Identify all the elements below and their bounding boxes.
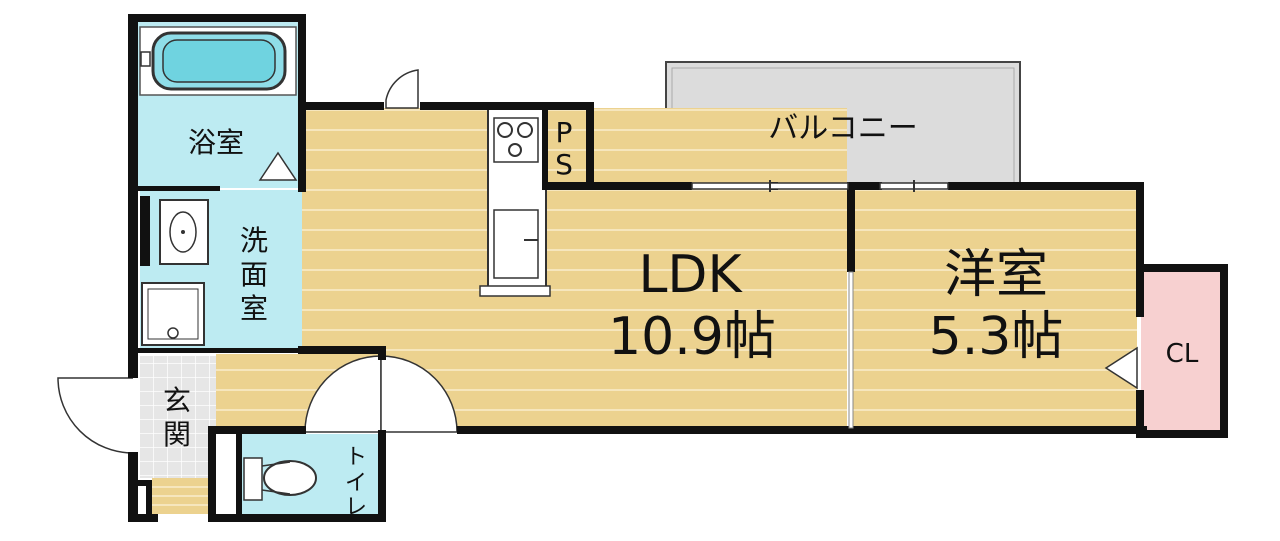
sink: [493, 209, 539, 279]
toilet-door-swing: [380, 355, 458, 433]
washroom-label-2: 面: [240, 258, 268, 291]
pipe-space-label-1: P: [556, 116, 573, 149]
sliding-partition: [848, 271, 854, 429]
entrance-label-1: 玄: [163, 384, 191, 417]
toilet-tank: [243, 457, 263, 501]
entrance-floor: [140, 356, 216, 478]
toilet-label-2: イ: [345, 471, 367, 496]
ldk-name: LDK: [638, 245, 743, 305]
bath-door-marker: [258, 151, 298, 181]
ldk-size: 10.9帖: [608, 307, 776, 367]
bath-label: 浴室: [188, 126, 244, 159]
toilet-label-3: レ: [345, 495, 367, 520]
closet-door-marker: [1104, 346, 1138, 390]
toilet-label-1: ト: [345, 445, 367, 470]
closet-label: CL: [1166, 339, 1199, 369]
entrance-label-2: 関: [163, 418, 191, 451]
western-size: 5.3帖: [929, 307, 1064, 367]
outer-door-swing: [385, 69, 419, 109]
balcony-label: バルコニー: [768, 111, 917, 146]
washroom-label-1: 洗: [240, 224, 268, 257]
closet: [1141, 268, 1221, 433]
toilet-bowl: [263, 460, 317, 496]
pipe-space-label-2: S: [555, 148, 573, 181]
washbasin: [159, 199, 209, 265]
walls: [128, 14, 1228, 522]
western-name: 洋室: [944, 245, 1048, 305]
western-room-floor: [851, 190, 1137, 430]
entrance-door-swing: [57, 377, 134, 454]
washroom-label-3: 室: [240, 292, 268, 325]
